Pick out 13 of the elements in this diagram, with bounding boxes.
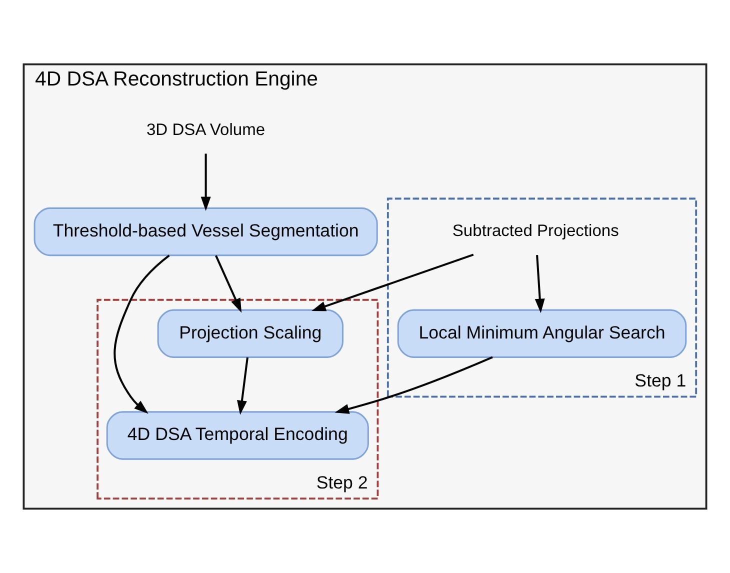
node-box: Projection Scaling (157, 309, 344, 358)
node-text: Subtracted Projections (452, 221, 619, 240)
node-box: Threshold-based Vessel Segmentation (34, 207, 378, 256)
node-box: 4D DSA Temporal Encoding (106, 411, 369, 460)
arrow (215, 255, 242, 313)
arrow (200, 154, 211, 212)
arrow (312, 254, 474, 312)
arrow (334, 356, 493, 414)
node-box: Local Minimum Angular Search (397, 309, 687, 358)
arrow (534, 255, 545, 314)
arrow (237, 357, 249, 415)
node-text: 3D DSA Volume (146, 120, 266, 139)
arrow (114, 254, 170, 414)
